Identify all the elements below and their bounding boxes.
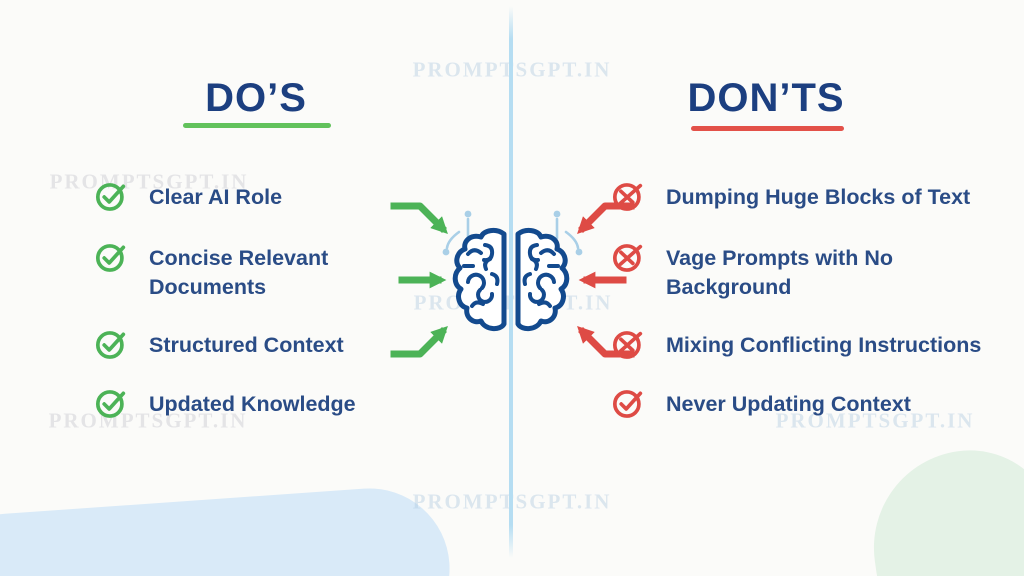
dos-underline: [183, 123, 331, 128]
circuit-traces: [442, 210, 583, 256]
center-artwork: [390, 202, 635, 358]
decorative-blob-green: [861, 439, 1024, 576]
dos-item-label: Concise Relevant Documents: [149, 246, 329, 299]
dos-item: Concise Relevant Documents: [95, 241, 384, 302]
dos-item: Structured Context: [95, 328, 384, 362]
donts-item-label: Dumping Huge Blocks of Text: [666, 185, 971, 209]
dos-item-label: Clear AI Role: [149, 185, 283, 209]
donts-item: Vage Prompts with No Background: [612, 241, 1001, 302]
donts-item: Mixing Conflicting Instructions: [612, 328, 1001, 362]
donts-item-label: Vage Prompts with No Background: [666, 246, 893, 299]
green-check-icon: [95, 241, 129, 275]
donts-item-label: Mixing Conflicting Instructions: [666, 333, 982, 357]
red-check-icon: [612, 387, 646, 421]
green-check-icon: [95, 328, 129, 362]
donts-item: Dumping Huge Blocks of Text: [612, 180, 1001, 214]
donts-item: Never Updating Context: [612, 387, 1001, 421]
decorative-blob-blue: [0, 483, 455, 576]
red-arrows: [577, 202, 635, 358]
green-arrows: [390, 202, 448, 358]
dos-item-label: Structured Context: [149, 333, 344, 357]
dos-item: Updated Knowledge: [95, 387, 384, 421]
dos-item: Clear AI Role: [95, 180, 384, 214]
brain-icon: [452, 227, 570, 331]
green-check-icon: [95, 387, 129, 421]
center-divider-line: [509, 6, 513, 558]
donts-item-label: Never Updating Context: [666, 392, 911, 416]
red-x-icon: [612, 241, 646, 275]
dos-item-label: Updated Knowledge: [149, 392, 356, 416]
green-check-icon: [95, 180, 129, 214]
donts-underline: [691, 126, 844, 131]
dos-title: DO’S: [205, 76, 307, 120]
donts-title: DON’TS: [687, 76, 845, 120]
